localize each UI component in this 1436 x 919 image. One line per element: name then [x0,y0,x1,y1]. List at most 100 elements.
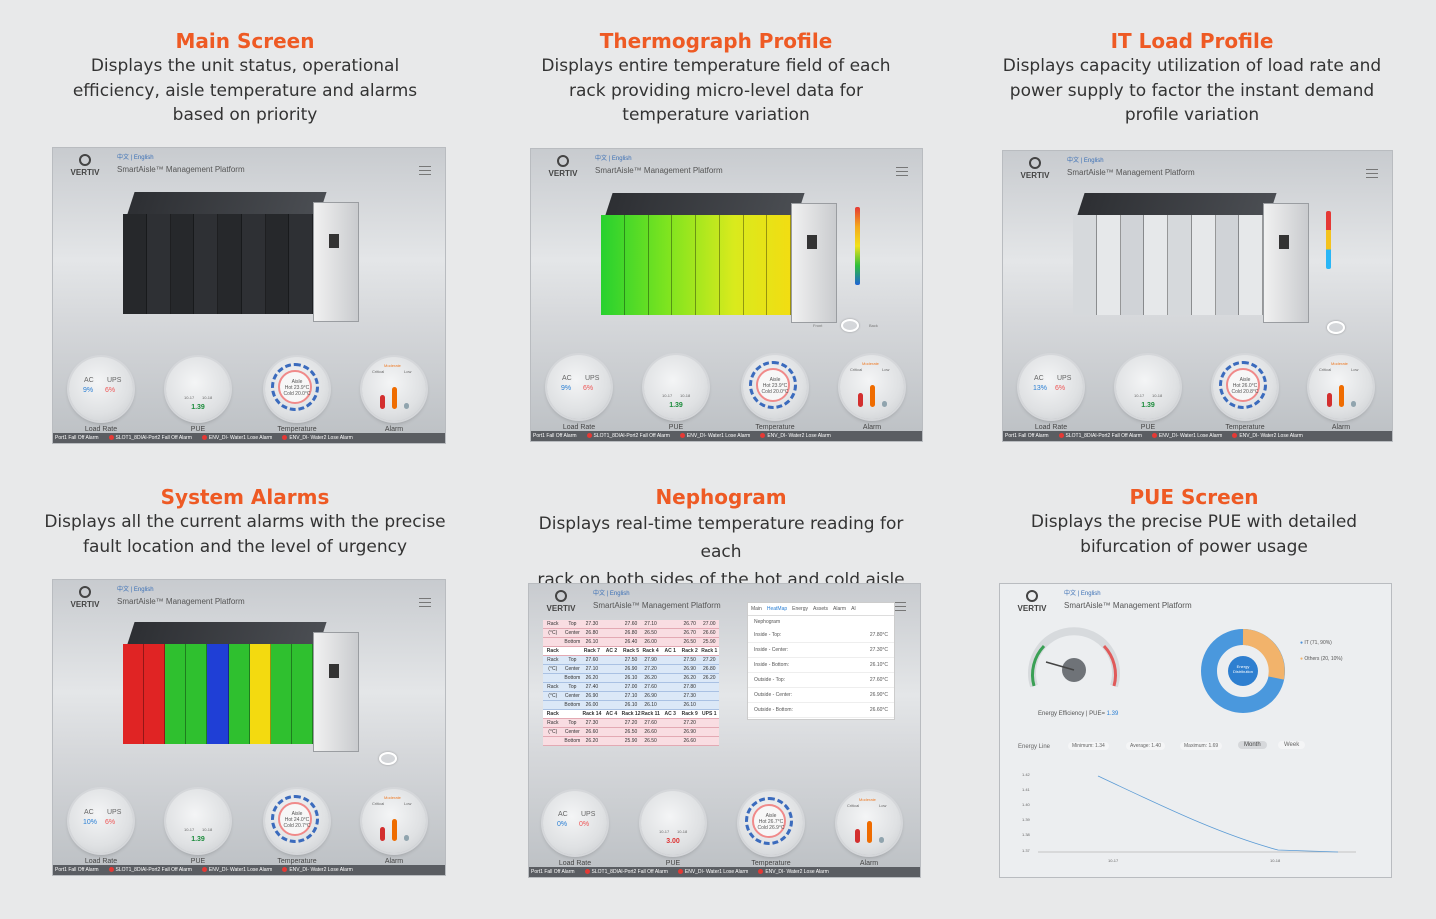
app-header: VERTIV 中文 | English SmartAisle™ Manageme… [1003,151,1392,185]
language-switch[interactable]: 中文 | English [1067,158,1104,164]
hamburger-menu-icon[interactable] [894,602,906,611]
energy-distribution-donut[interactable] [1198,626,1288,716]
period-month-button[interactable]: Month [1238,741,1267,749]
platform-title: SmartAisle™ Management Platform [1067,168,1195,177]
card-desc-line: Displays capacity utilization of load ra… [1002,56,1382,76]
energy-line-label: Energy Line [1018,744,1051,750]
screenshot-thermograph-profile: VERTIV 中文 | English SmartAisle™ Manageme… [530,148,923,442]
pue-value: 1.39 [191,404,205,411]
hamburger-menu-icon[interactable] [896,167,908,176]
card-pue-screen: PUE Screen Displays the precise PUE with… [990,484,1398,559]
rotate-view-icon[interactable] [379,752,397,765]
aisle-unit-3d[interactable] [113,622,363,752]
card-main-screen: Main Screen Displays the unit status, op… [40,28,450,128]
list-item: Outside - Bottom:26.60°C [748,703,894,718]
card-desc-line: Displays the precise PUE with detailed [1030,512,1358,532]
period-week-button[interactable]: Week [1278,741,1306,749]
vertiv-logo-icon [1029,157,1041,169]
hamburger-menu-icon[interactable] [419,166,431,175]
panel-title: Nephogram [754,619,781,625]
hamburger-menu-icon[interactable] [1366,169,1378,178]
aisle-unit-3d[interactable] [1063,193,1313,323]
load-rate-label: Load Rate [84,426,118,433]
legend-item: ● IT (71, 90%) [1300,640,1332,646]
legend-item: ● Others (20, 10%) [1300,656,1343,662]
card-desc-line: rack providing micro-level data for [568,80,864,101]
load-legend-scale [1326,211,1331,269]
tab-assets[interactable]: Assets [812,606,828,612]
platform-title: SmartAisle™ Management Platform [1064,601,1192,610]
language-switch[interactable]: 中文 | English [117,587,154,593]
language-switch[interactable]: 中文 | English [595,156,632,162]
aisle-unit-3d[interactable] [591,193,841,323]
card-title: Thermograph Profile [599,29,833,53]
app-header: VERTIV 中文 | English SmartAisle™ Manageme… [531,149,922,183]
tab-alarm[interactable]: Alarm [833,606,847,612]
list-item: Outside - Center:26.90°C [748,688,894,703]
tab-ai[interactable]: AI [851,606,856,612]
language-switch[interactable]: 中文 | English [1064,591,1101,597]
temperature-label: Temperature [1225,424,1265,431]
back-button[interactable]: Back [869,323,878,328]
card-thermograph-profile: Thermograph Profile Displays entire temp… [520,28,912,128]
load-rate-label: Load Rate [562,424,596,431]
tab-main[interactable]: Main [751,606,762,612]
app-header: VERTIV 中文 | English SmartAisle™ Manageme… [1000,584,1391,618]
stat-average: Average: 1.40 [1126,742,1166,750]
language-switch[interactable]: 中文 | English [593,591,630,597]
hamburger-menu-icon[interactable] [419,598,431,607]
rotate-view-icon[interactable] [1327,321,1345,334]
aisle-unit-3d[interactable] [113,192,363,322]
front-button[interactable]: Front [813,323,823,328]
vertiv-logo-icon [555,590,567,602]
app-header: VERTIV 中文 | English SmartAisle™ Manageme… [53,148,445,182]
list-item: Inside - Center:27.30°C [748,643,894,658]
tab-heatmap[interactable]: HeatMap [766,606,788,612]
vertiv-logo: VERTIV [67,586,103,609]
screenshot-nephogram: VERTIV 中文 | English SmartAisle™ Manageme… [528,583,921,878]
vertiv-logo: VERTIV [1014,590,1050,613]
pue-label: PUE [190,858,206,865]
rotate-view-icon[interactable] [841,319,859,332]
temperature-label: Temperature [277,426,317,433]
tab-energy[interactable]: Energy [792,606,808,612]
load-rate-label: Load Rate [1034,424,1068,431]
alarm-label: Alarm [384,858,404,865]
language-switch[interactable]: 中文 | English [117,155,154,161]
card-desc-line: power supply to factor the instant deman… [1009,80,1375,101]
stat-maximum: Maximum: 1.69 [1180,742,1223,750]
